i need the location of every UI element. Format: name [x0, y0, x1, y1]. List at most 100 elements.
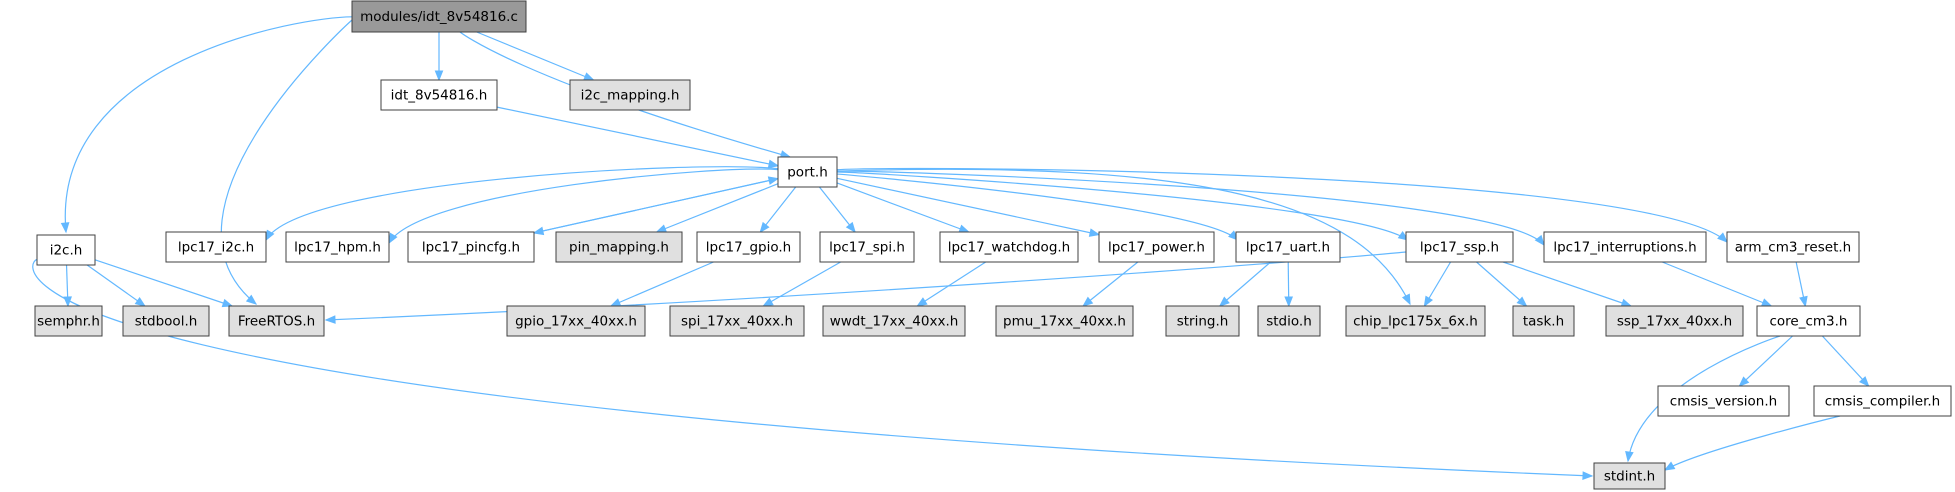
node-string-h[interactable]: string.h [1165, 305, 1240, 337]
node-lpc17-hpm[interactable]: lpc17_hpm.h [285, 231, 390, 263]
node-box[interactable] [995, 305, 1134, 337]
node-box[interactable] [822, 305, 966, 337]
node-box[interactable] [1726, 231, 1860, 263]
arrowhead-icon [609, 298, 622, 307]
node-spi-17xx[interactable]: spi_17xx_40xx.h [669, 305, 805, 337]
node-pmu-17xx[interactable]: pmu_17xx_40xx.h [995, 305, 1134, 337]
node-box[interactable] [1543, 231, 1707, 263]
node-label: lpc17_i2c.h [178, 240, 254, 256]
node-root[interactable]: modules/idt_8v54816.c [351, 0, 527, 33]
node-label: gpio_17xx_40xx.h [515, 314, 637, 330]
node-lpc17-pincfg[interactable]: lpc17_pincfg.h [407, 231, 535, 263]
node-cmsis-version[interactable]: cmsis_version.h [1657, 385, 1790, 417]
edge-lpc17_spi-to-spi_17xx [762, 261, 841, 307]
node-box[interactable] [777, 156, 838, 188]
node-lpc17-ssp[interactable]: lpc17_ssp.h [1405, 231, 1514, 263]
node-lpc17-spi[interactable]: lpc17_spi.h [819, 231, 915, 263]
node-gpio-17xx[interactable]: gpio_17xx_40xx.h [506, 305, 646, 337]
node-box[interactable] [351, 0, 527, 33]
node-box[interactable] [1657, 385, 1790, 417]
edge-port_h-to-pin_mapping [655, 183, 779, 233]
node-freertos[interactable]: FreeRTOS.h [228, 305, 325, 337]
node-box[interactable] [1605, 305, 1744, 337]
node-box[interactable] [1405, 231, 1514, 263]
arrowhead-icon [265, 229, 275, 242]
node-box[interactable] [569, 79, 691, 111]
edge-port_h-to-lpc17_uart [836, 173, 1239, 241]
node-box[interactable] [1345, 305, 1486, 337]
node-lpc17-gpio[interactable]: lpc17_gpio.h [696, 231, 801, 263]
node-label: task.h [1523, 314, 1564, 330]
node-lpc17-i2c[interactable]: lpc17_i2c.h [165, 231, 267, 263]
node-i2c-h[interactable]: i2c.h [36, 234, 96, 266]
edge-lpc17_interruptions-to-core_cm3 [1661, 261, 1773, 307]
node-label: string.h [1177, 314, 1229, 330]
node-box[interactable] [819, 231, 915, 263]
node-task-h[interactable]: task.h [1512, 305, 1575, 337]
node-cmsis-compiler[interactable]: cmsis_compiler.h [1813, 385, 1952, 417]
node-i2c-mapping[interactable]: i2c_mapping.h [569, 79, 691, 111]
node-box[interactable] [228, 305, 325, 337]
node-box[interactable] [939, 231, 1079, 263]
edge-lpc17_ssp-to-chip_lpc175x [1423, 261, 1452, 308]
node-lpc17-interruptions[interactable]: lpc17_interruptions.h [1543, 231, 1707, 263]
node-box[interactable] [165, 231, 267, 263]
edge-i2c_h-to-stdbool [86, 264, 146, 307]
node-lpc17-watchdog[interactable]: lpc17_watchdog.h [939, 231, 1079, 263]
node-box[interactable] [1257, 305, 1321, 337]
node-box[interactable] [1813, 385, 1952, 417]
node-box[interactable] [1165, 305, 1240, 337]
arrowhead-icon [221, 298, 234, 308]
node-box[interactable] [285, 231, 390, 263]
node-label: pin_mapping.h [569, 240, 669, 256]
node-port-h[interactable]: port.h [777, 156, 838, 188]
arrowhead-icon [245, 294, 258, 305]
node-label: cmsis_version.h [1670, 394, 1777, 410]
node-arm-cm3-reset[interactable]: arm_cm3_reset.h [1726, 231, 1860, 263]
arrowhead-icon [324, 315, 336, 324]
edge-port_h-to-lpc17_spi [818, 186, 856, 234]
node-box[interactable] [407, 231, 535, 263]
node-box[interactable] [380, 79, 498, 111]
node-chip-lpc175x[interactable]: chip_lpc175x_6x.h [1345, 305, 1486, 337]
arrowhead-icon [1625, 450, 1634, 463]
arrowhead-icon [60, 222, 70, 234]
arrowhead-icon [767, 176, 780, 185]
node-box[interactable] [696, 231, 801, 263]
node-box[interactable] [1593, 462, 1666, 490]
node-lpc17-power[interactable]: lpc17_power.h [1098, 231, 1215, 263]
node-box[interactable] [669, 305, 805, 337]
node-stdio-h[interactable]: stdio.h [1257, 305, 1321, 337]
node-wwdt-17xx[interactable]: wwdt_17xx_40xx.h [822, 305, 966, 337]
node-box[interactable] [122, 305, 210, 337]
node-box[interactable] [555, 231, 683, 263]
arrowhead-icon [1218, 296, 1230, 307]
node-box[interactable] [34, 305, 103, 337]
node-box[interactable] [1235, 231, 1341, 263]
node-box[interactable] [506, 305, 646, 337]
node-core-cm3[interactable]: core_cm3.h [1756, 305, 1861, 337]
node-idt-h[interactable]: idt_8v54816.h [380, 79, 498, 111]
node-semphr[interactable]: semphr.h [34, 305, 103, 337]
arrowhead-icon [134, 296, 146, 307]
node-stdint[interactable]: stdint.h [1593, 462, 1666, 490]
node-label: i2c_mapping.h [581, 88, 680, 104]
node-lpc17-uart[interactable]: lpc17_uart.h [1235, 231, 1341, 263]
node-stdbool[interactable]: stdbool.h [122, 305, 210, 337]
node-label: FreeRTOS.h [238, 314, 315, 330]
edge-cmsis_compiler-to-stdint [1663, 415, 1841, 471]
node-box[interactable] [1756, 305, 1861, 337]
node-box[interactable] [1512, 305, 1575, 337]
node-pin-mapping[interactable]: pin_mapping.h [555, 231, 683, 263]
arrowhead-icon [845, 221, 856, 234]
node-box[interactable] [36, 234, 96, 266]
node-label: chip_lpc175x_6x.h [1353, 314, 1478, 330]
arrowhead-icon [388, 232, 398, 245]
node-box[interactable] [1098, 231, 1215, 263]
node-ssp-17xx[interactable]: ssp_17xx_40xx.h [1605, 305, 1744, 337]
arrowhead-icon [767, 159, 780, 169]
edge-port_h-to-lpc17_i2c [265, 166, 779, 242]
arrowhead-icon [1423, 295, 1434, 308]
edge-core_cm3-to-stdint [1625, 335, 1781, 463]
